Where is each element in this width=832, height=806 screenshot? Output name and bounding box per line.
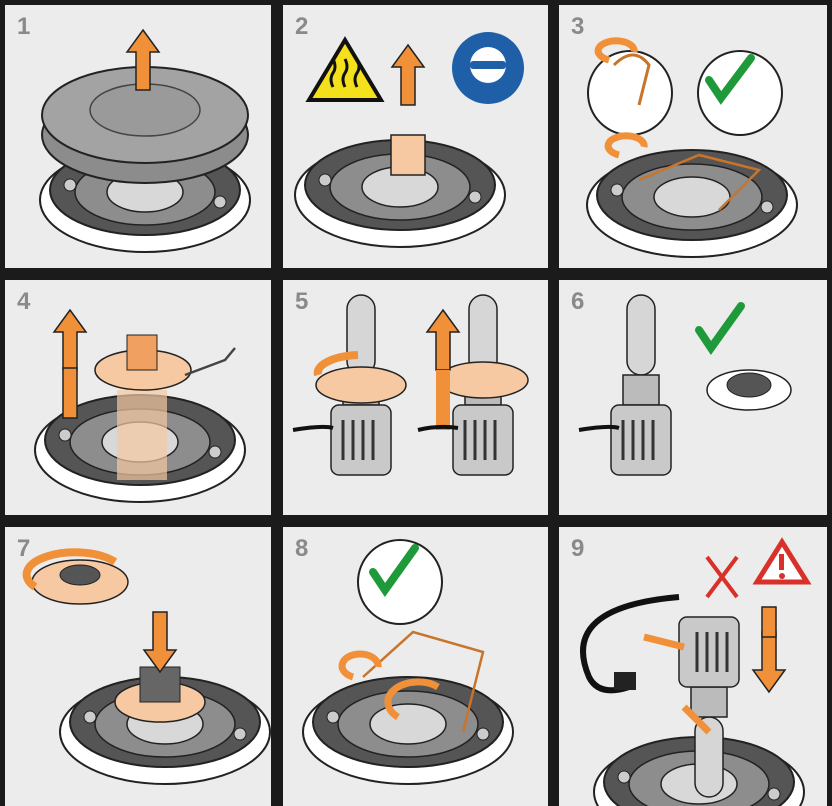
step-panel-9: 9 [559, 527, 827, 806]
step-panel-6: 6 [559, 280, 827, 515]
rotate-arrow-icon [22, 548, 118, 591]
step-number: 8 [295, 535, 309, 562]
step-number: 9 [571, 535, 585, 562]
step-number: 2 [295, 13, 309, 40]
arrow-down-icon [752, 631, 786, 693]
rotate-arrow-icon [594, 37, 638, 64]
step-panel-7: 7 [5, 527, 271, 806]
remove-bulb-illustration [34, 309, 246, 503]
bulb-and-base-ready-illustration [578, 293, 792, 477]
arrow-up-icon [53, 309, 87, 371]
step-panel-8: 8 [283, 527, 548, 806]
rotate-arrow-icon [313, 351, 359, 377]
check-icon [705, 54, 755, 105]
unplug-connector-illustration [294, 32, 524, 248]
insert-base-into-housing-illustration [22, 548, 271, 785]
step-number: 4 [17, 288, 31, 315]
step-panel-2: 2 [283, 5, 548, 268]
step-panel-5: 5 [283, 280, 548, 515]
step-number: 6 [571, 288, 585, 315]
check-icon [369, 544, 419, 598]
step-number: 3 [571, 13, 585, 40]
check-icon [695, 302, 745, 356]
rotate-arrow-icon [338, 650, 382, 681]
step-panel-1: 1 [5, 5, 271, 268]
install-led-bulb-illustration [580, 537, 812, 806]
arrow-down-icon [143, 611, 177, 673]
release-spring-clip-illustration [586, 37, 798, 258]
secure-spring-clip-illustration [302, 539, 514, 785]
step-number: 1 [17, 13, 31, 40]
arrow-up-icon [391, 44, 425, 106]
arrow-up-icon [426, 309, 460, 371]
plug-icon [614, 672, 636, 690]
step-panel-3: 3 [559, 5, 827, 268]
fit-led-bulb-to-base-illustration [292, 293, 529, 477]
do-not-touch-icon [705, 555, 739, 599]
pointer-arrow-icon [643, 633, 685, 651]
step-number: 7 [17, 535, 31, 562]
remove-dust-cap-illustration [39, 29, 251, 253]
step-panel-4: 4 [5, 280, 271, 515]
step-number: 5 [295, 288, 309, 315]
